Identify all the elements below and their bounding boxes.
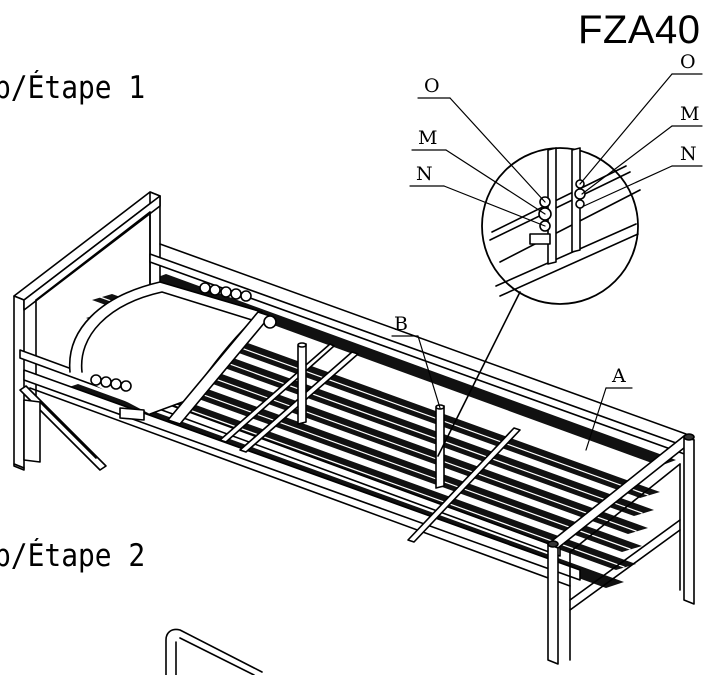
part-label-o-right: O — [680, 51, 696, 73]
part-label-o-left: O — [424, 75, 440, 97]
step-1-label: p/Étape 1 — [0, 70, 146, 106]
support-legs — [297, 342, 445, 489]
left-headboard — [13, 191, 161, 471]
part-label-m-left: M — [418, 127, 438, 149]
detail-magnifier — [437, 147, 641, 457]
part-label-m-right: M — [680, 103, 700, 125]
right-footboard — [547, 433, 695, 665]
part-label-n-right: N — [680, 143, 697, 165]
step-2-label: p/Étape 2 — [0, 538, 146, 574]
leader-lines — [391, 73, 703, 451]
part-label-a: A — [612, 365, 626, 387]
part-label-n-left: N — [416, 163, 433, 185]
left-legs — [19, 385, 107, 471]
part-label-b: B — [394, 313, 408, 335]
model-code: FZA40 — [578, 8, 701, 52]
step2-partial-drawing — [165, 628, 263, 675]
fold-mechanism — [68, 281, 277, 425]
